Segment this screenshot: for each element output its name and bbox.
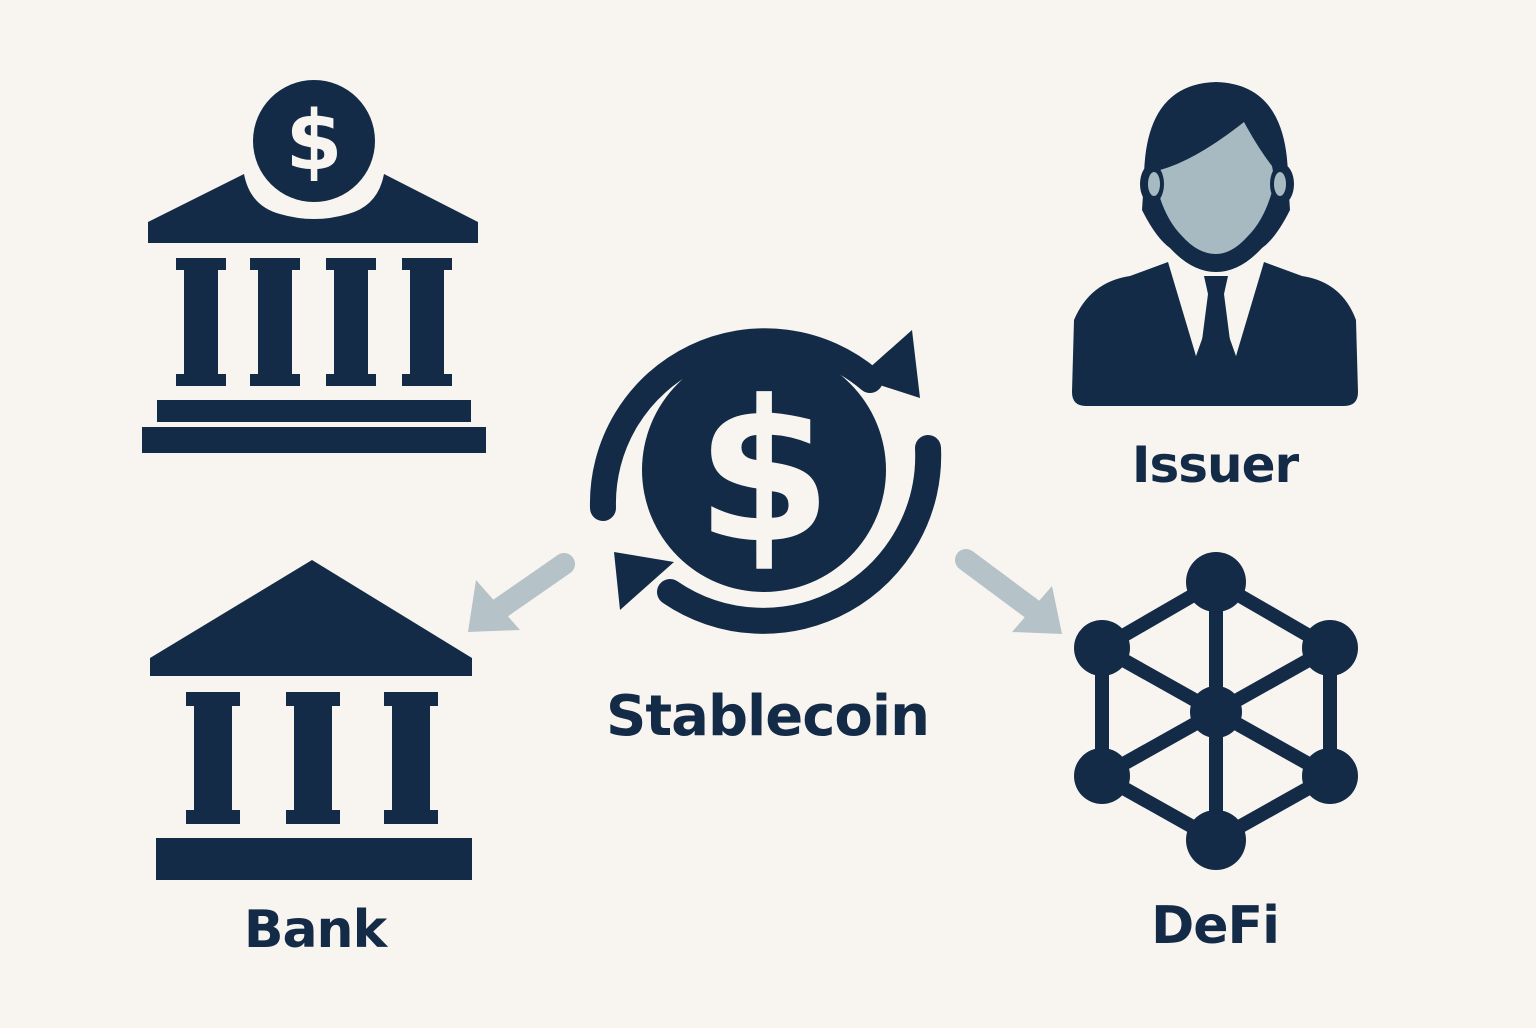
arrow-to-bank-icon [468, 553, 575, 632]
bank-with-coin-icon: $ [142, 80, 486, 453]
cycle-arrowhead-top [858, 330, 920, 398]
bank-label: Bank [243, 900, 387, 960]
issuer-label: Issuer [1131, 436, 1299, 494]
defi-network-icon [1074, 552, 1358, 870]
coin-dollar-icon: $ [253, 80, 375, 202]
stablecoin-coin [642, 348, 886, 592]
defi-label: DeFi [1151, 896, 1280, 956]
cycle-arc-top [589, 328, 883, 521]
stablecoin-label: Stablecoin [606, 684, 930, 749]
bank-roof-shape [148, 174, 478, 243]
coin-dollar-sign: $ [285, 94, 342, 189]
stablecoin-dollar-sign: $ [696, 359, 832, 587]
cycle-arc-bottom [657, 435, 942, 634]
cycle-arrowhead-bottom [614, 552, 674, 610]
arrow-to-defi-icon [955, 549, 1062, 634]
bank-building-icon [150, 560, 472, 880]
stablecoin-icon: $ [589, 328, 942, 634]
issuer-person-icon [1072, 82, 1358, 406]
